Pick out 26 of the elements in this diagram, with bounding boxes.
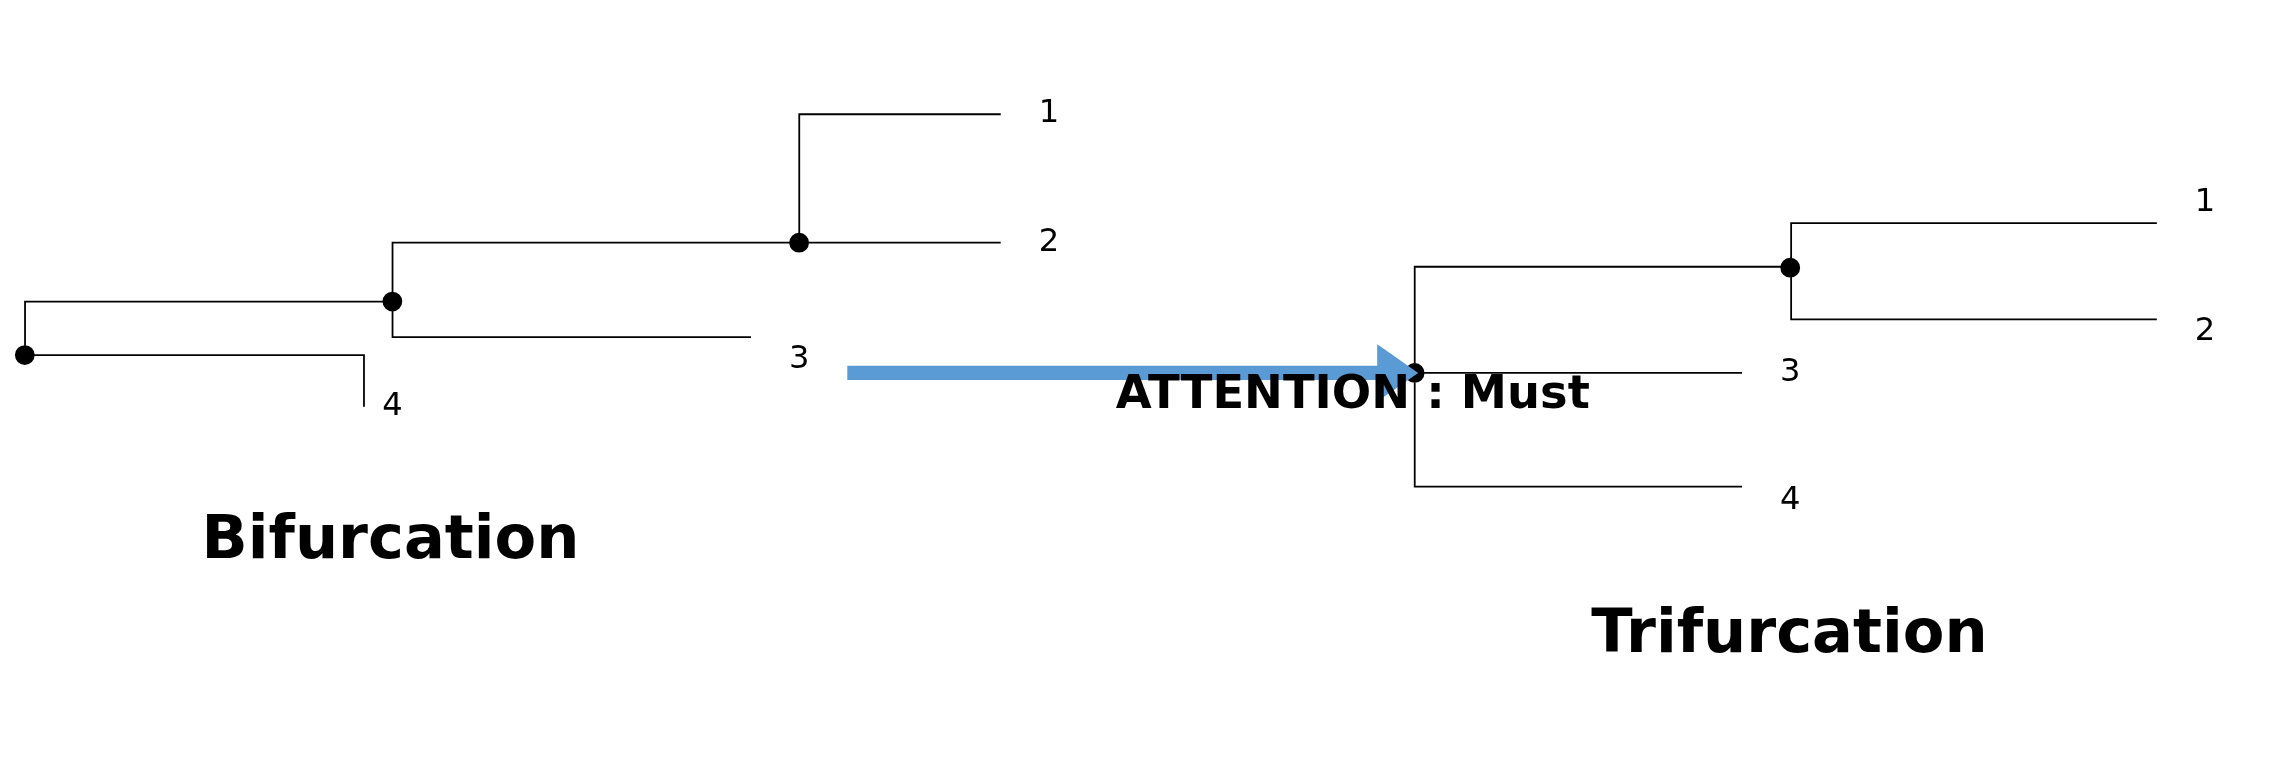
node-point xyxy=(382,291,403,312)
connector xyxy=(391,241,792,294)
connector xyxy=(391,309,752,339)
connector xyxy=(807,241,1002,244)
node-point xyxy=(789,232,809,253)
node-text: 1 xyxy=(1038,92,1060,131)
edge-label: ATTENTION : Must xyxy=(1115,365,1590,420)
connector xyxy=(1423,372,1743,374)
node-text: 3 xyxy=(1780,350,1801,389)
node-text: 2 xyxy=(1038,220,1060,259)
connector xyxy=(24,300,385,347)
connector xyxy=(1790,222,2158,260)
node-point xyxy=(14,345,35,365)
label: Bifurcation xyxy=(201,501,580,572)
node-text: 2 xyxy=(2194,309,2216,348)
node-text: 3 xyxy=(788,338,810,377)
connector xyxy=(1790,275,2158,321)
connector xyxy=(33,354,365,408)
node-text: 4 xyxy=(382,384,403,423)
label: Trifurcation xyxy=(1591,596,1988,667)
connector xyxy=(1413,265,1783,365)
node-text: 4 xyxy=(1780,479,1801,518)
node-text: 1 xyxy=(2194,181,2216,220)
connector xyxy=(798,113,1002,235)
connector xyxy=(1413,381,1743,488)
node-point xyxy=(1780,257,1801,278)
